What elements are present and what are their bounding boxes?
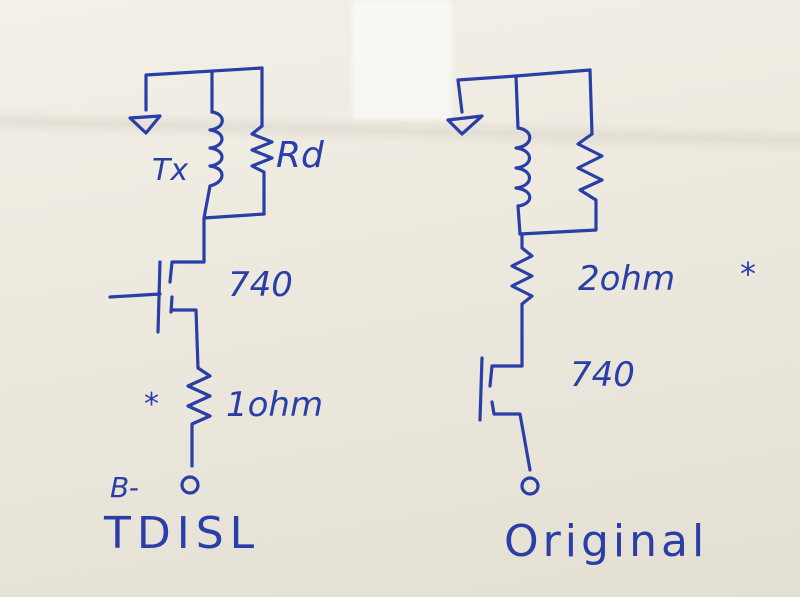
terminal-label: B- <box>110 471 139 504</box>
left-tx-coil <box>208 110 224 188</box>
left-circuit-title: TDISL <box>104 508 261 559</box>
right-circuit <box>446 68 604 496</box>
right-parallel-resistor <box>518 132 604 236</box>
right-circuit-title: Original <box>504 516 709 567</box>
right-fet-label: 740 <box>570 355 635 395</box>
left-resistor-asterisk: * <box>144 387 159 422</box>
left-resistor-label: 1ohm <box>226 385 324 425</box>
right-ground-symbol <box>446 68 592 136</box>
right-fet <box>478 356 532 472</box>
left-fet-label: 740 <box>228 265 293 305</box>
right-resistor-label: 2ohm <box>578 259 676 299</box>
tx-label: Tx <box>152 153 189 188</box>
left-circuit <box>108 66 274 495</box>
right-2ohm-resistor <box>510 232 534 368</box>
left-rd-resistor <box>250 124 274 216</box>
left-top-bus <box>210 66 264 128</box>
rd-label: Rd <box>276 135 324 176</box>
left-bottom-bus <box>202 184 266 264</box>
left-ground-symbol <box>128 66 264 135</box>
right-top-bus <box>514 68 594 136</box>
left-terminal <box>180 475 200 495</box>
right-terminal <box>520 476 540 496</box>
left-fet <box>108 260 206 370</box>
right-coil <box>514 126 532 236</box>
left-1ohm-resistor <box>186 366 212 468</box>
right-resistor-asterisk: * <box>740 255 756 293</box>
tape-residue <box>352 0 452 120</box>
